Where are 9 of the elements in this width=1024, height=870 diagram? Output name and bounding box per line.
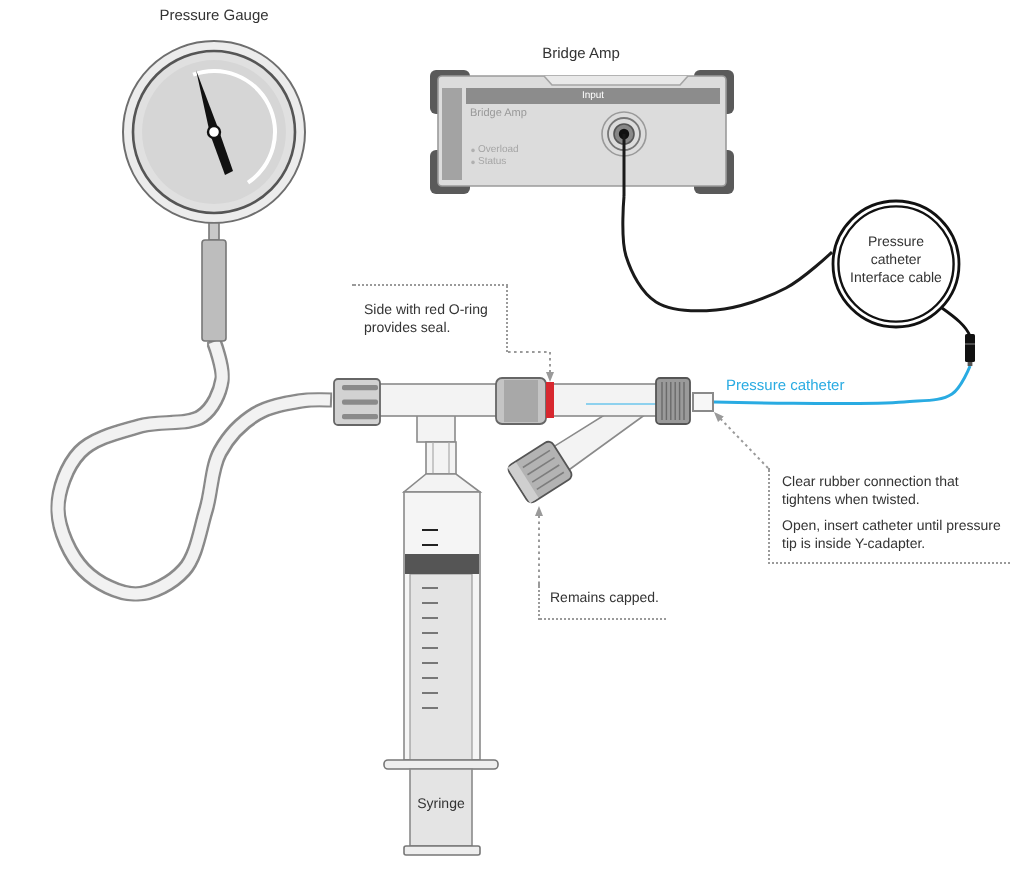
cable [621,195,834,313]
leader-line [535,505,543,585]
leader-line [507,351,554,383]
catheter-line [713,365,972,406]
tubing [52,340,331,600]
callout-frame [768,468,1010,564]
leader-line [713,411,769,469]
o-ring [546,382,554,418]
clear-connector [692,392,714,412]
